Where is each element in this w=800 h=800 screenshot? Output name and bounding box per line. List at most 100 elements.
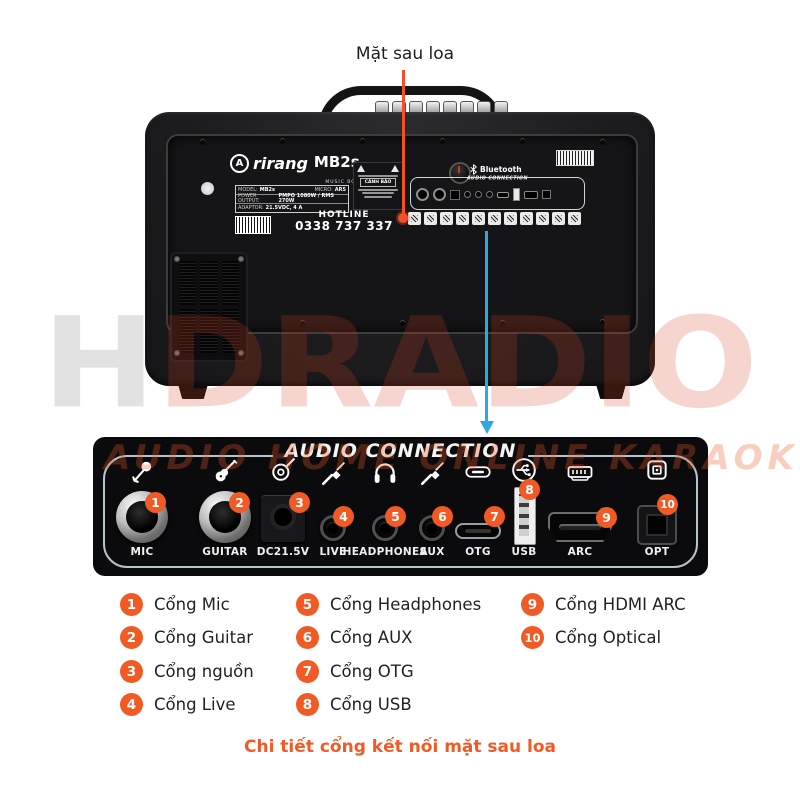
legend-item: 2 Cổng Guitar <box>120 626 253 649</box>
screw <box>280 139 285 144</box>
hotline-number: 0338 737 337 <box>295 219 393 234</box>
port-label-headphones: HEADPHONES <box>342 546 428 558</box>
legend-item: 7 Cổng OTG <box>296 660 414 683</box>
port-number-badge: 6 <box>432 506 453 527</box>
warning-triangle-icon <box>391 165 399 172</box>
legend-label: Cổng Live <box>154 695 236 714</box>
port-number-badge: 4 <box>333 506 354 527</box>
mini-panel-title: AUDIO CONNECTION <box>467 175 528 182</box>
screw <box>238 256 244 262</box>
mini-otg-port <box>497 191 509 198</box>
port-label-dc: DC21.5V <box>256 546 310 558</box>
gauge-dial <box>449 162 471 184</box>
legend-label: Cổng Guitar <box>154 628 253 647</box>
legend-item: 6 Cổng AUX <box>296 626 412 649</box>
mini-aux-jack <box>486 191 493 198</box>
legend-number: 1 <box>120 593 143 616</box>
bluetooth-badge: Bluetooth <box>470 164 522 175</box>
spec-value: 21.5VDC, 4 A <box>265 204 303 211</box>
port-number-badge: 3 <box>289 492 310 513</box>
mini-guitar-jack <box>433 188 446 201</box>
port-label-arc: ARC <box>567 546 593 558</box>
microphone-icon <box>132 461 152 483</box>
zoom-arrow-head <box>479 421 494 434</box>
optical-icon <box>647 460 667 480</box>
legend-item: 9 Cổng HDMI ARC <box>521 593 686 616</box>
port-number-badge: 5 <box>385 506 406 527</box>
jack-plug-icon <box>321 462 345 486</box>
legend-label: Cổng Optical <box>555 628 662 647</box>
brand-logo-icon: A <box>230 154 249 173</box>
mini-mic-jack <box>416 188 429 201</box>
port-number-badge: 7 <box>484 506 505 527</box>
spec-key: ADAPTOR: <box>238 204 264 211</box>
otg-usb-c-port <box>455 523 501 539</box>
legend-label: Cổng AUX <box>330 628 413 647</box>
screw <box>360 139 365 144</box>
spec-key: MODEL: <box>238 186 258 193</box>
pointer-line <box>402 70 405 217</box>
warning-title: CẢNH BÁO <box>360 178 396 187</box>
bluetooth-label: Bluetooth <box>480 165 522 174</box>
legend-label: Cổng USB <box>330 695 412 714</box>
legend-label: Cổng Headphones <box>330 595 482 614</box>
model-name: MB2s <box>313 153 360 171</box>
screw <box>174 350 180 356</box>
mini-live-jack <box>464 191 471 198</box>
legend-number: 2 <box>120 626 143 649</box>
mini-headphones-jack <box>475 191 482 198</box>
hotline-label: HOTLINE <box>318 210 370 220</box>
legend-item: 4 Cổng Live <box>120 693 236 716</box>
port-label-opt: OPT <box>644 546 670 558</box>
legend-number: 10 <box>521 626 544 649</box>
port-label-otg: OTG <box>465 546 491 558</box>
legend-number: 9 <box>521 593 544 616</box>
spec-key: POWER OUTPUT: <box>238 193 260 204</box>
model-tagline: MUSIC BOX <box>325 180 360 185</box>
legend-label: Cổng HDMI ARC <box>555 595 686 614</box>
jack-plug-icon <box>420 462 444 486</box>
port-number-badge: 9 <box>596 507 617 528</box>
port-label-aux: AUX <box>419 546 445 558</box>
caption: Chi tiết cổng kết nối mặt sau loa <box>243 737 557 757</box>
port-number-badge: 8 <box>519 479 540 500</box>
bluetooth-icon <box>470 164 477 175</box>
panel-title: AUDIO CONNECTION <box>272 440 529 462</box>
legend-number: 7 <box>296 660 319 683</box>
spec-key: MICRO: <box>314 186 333 193</box>
warning-triangle-icon <box>357 165 365 172</box>
legend-item: 8 Cổng USB <box>296 693 412 716</box>
product-info-label: A rirang MB2s MUSIC BOX MODEL: MB2s MICR… <box>228 150 412 250</box>
audio-connection-panel: AUDIO CONNECTION <box>93 437 708 576</box>
legend-item: 1 Cổng Mic <box>120 593 230 616</box>
port-label-mic: MIC <box>130 546 154 558</box>
spec-value: AR5 <box>334 186 346 193</box>
mini-optical-port <box>542 190 551 199</box>
optical-port <box>637 505 677 545</box>
mini-hdmi-port <box>524 190 538 199</box>
legend-label: Cổng OTG <box>330 662 414 681</box>
screw <box>174 256 180 262</box>
screw <box>300 321 305 326</box>
screw <box>520 139 525 144</box>
mini-audio-panel: AUDIO CONNECTION <box>410 175 585 210</box>
legend-number: 8 <box>296 693 319 716</box>
barcode-sticker <box>556 150 594 166</box>
legend-label: Cổng nguồn <box>154 662 254 681</box>
screw <box>500 321 505 326</box>
headphones-icon <box>374 463 396 483</box>
back-side-label: Mặt sau loa <box>355 44 455 64</box>
speaker-foot <box>178 384 208 399</box>
legend-label: Cổng Mic <box>154 595 230 614</box>
screw <box>440 139 445 144</box>
port-label-guitar: GUITAR <box>202 546 248 558</box>
legend-number: 6 <box>296 626 319 649</box>
screw <box>238 350 244 356</box>
hdmi-icon <box>567 466 593 481</box>
legend-item: 10 Cổng Optical <box>521 626 661 649</box>
usb-c-icon <box>465 466 491 478</box>
dc-power-icon <box>272 458 295 481</box>
screw <box>600 140 605 145</box>
port-label-usb: USB <box>511 546 537 558</box>
